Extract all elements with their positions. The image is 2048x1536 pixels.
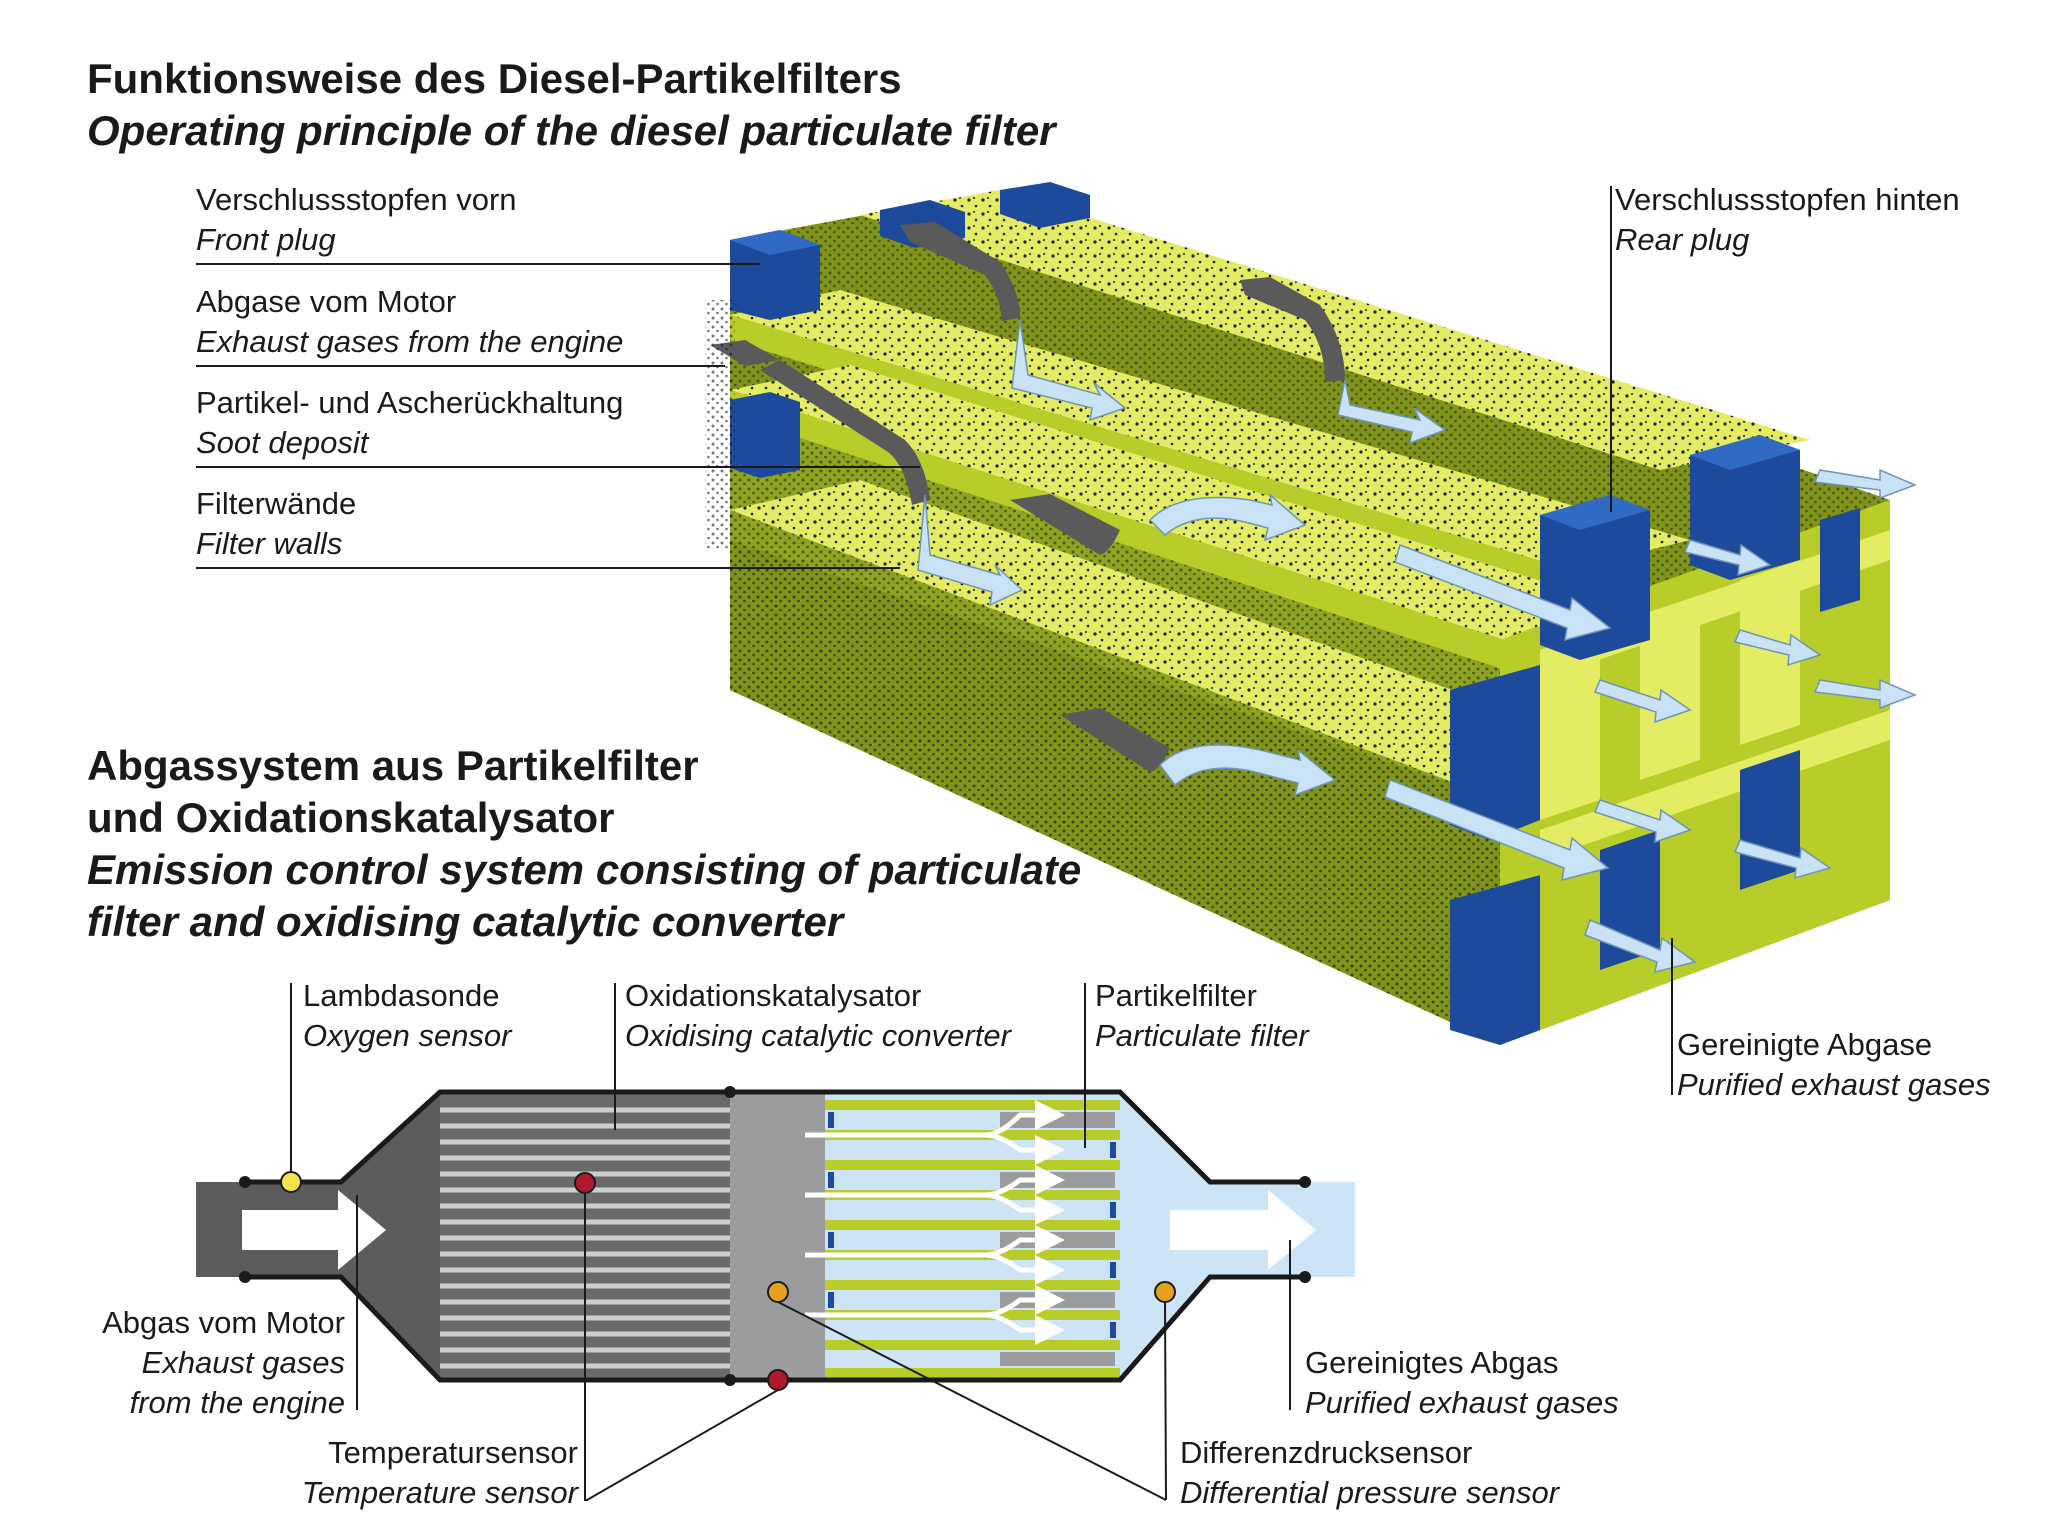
filter-wall-back <box>860 190 1810 470</box>
diffp-sensor-label-en: Differential pressure sensor <box>1180 1475 1560 1510</box>
bottom-title-en-2: filter and oxidising catalytic converter <box>87 898 844 945</box>
filter-wall-lower <box>730 480 1650 1045</box>
temp-sensor-1 <box>574 1172 596 1194</box>
oxygen-sensor <box>280 1171 302 1193</box>
soot-deposits <box>710 222 1345 772</box>
exhaust-in-bottom-label-en-1: Exhaust gases <box>141 1345 345 1380</box>
dpf-label-en: Particulate filter <box>1095 1018 1309 1053</box>
bottom-title-de-1: Abgassystem aus Partikelfilter <box>87 742 699 789</box>
top-title-en: Operating principle of the diesel partic… <box>87 107 1056 154</box>
leader-lines-top <box>196 186 1673 1095</box>
purified-bottom-label-de: Gereinigtes Abgas <box>1305 1345 1559 1380</box>
oxicat-label-en: Oxidising catalytic converter <box>625 1018 1011 1053</box>
dpf-flow-arrows <box>805 1100 1065 1345</box>
exhaust-system <box>196 1086 1355 1391</box>
soot-label-en: Soot deposit <box>196 425 369 460</box>
temp-sensor-2 <box>767 1369 789 1391</box>
lambda-label-en: Oxygen sensor <box>303 1018 512 1053</box>
walls-label-de: Filterwände <box>196 486 357 521</box>
oxicat-label-de: Oxidationskatalysator <box>625 978 922 1013</box>
exhaust-in-bottom-label-en-2: from the engine <box>129 1385 345 1420</box>
dpf-label-de: Partikelfilter <box>1095 978 1257 1013</box>
rear-plug-label-en: Rear plug <box>1615 222 1750 257</box>
soot-label-de: Partikel- und Ascherückhaltung <box>196 385 624 420</box>
exhaust-in-bottom-label-de: Abgas vom Motor <box>102 1305 345 1340</box>
purified-top-label-de: Gereinigte Abgase <box>1677 1027 1933 1062</box>
front-plug-label-de: Verschlussstopfen vorn <box>196 182 517 217</box>
diffp-sensor-label-de: Differenzdrucksensor <box>1180 1435 1473 1470</box>
purified-top-label-en: Purified exhaust gases <box>1677 1067 1991 1102</box>
exhaust-in-label-de: Abgase vom Motor <box>196 284 457 319</box>
top-title-de: Funktionsweise des Diesel-Partikelfilter… <box>87 55 902 102</box>
diffp-sensor-2 <box>1154 1281 1176 1303</box>
flow-arrows-top <box>917 319 1918 974</box>
front-plug-label-en: Front plug <box>196 222 336 257</box>
temp-sensor-label-en: Temperature sensor <box>301 1475 578 1510</box>
lambda-label-de: Lambdasonde <box>303 978 500 1013</box>
bottom-title-de-2: und Oxidationskatalysator <box>87 794 615 841</box>
exhaust-in-label-en: Exhaust gases from the engine <box>196 324 624 359</box>
purified-bottom-label-en: Purified exhaust gases <box>1305 1385 1619 1420</box>
diffp-sensor-1 <box>767 1281 789 1303</box>
rear-plug-label-de: Verschlussstopfen hinten <box>1615 182 1960 217</box>
leader-lines-bottom <box>290 983 1291 1501</box>
walls-label-en: Filter walls <box>196 526 343 561</box>
bottom-title-en-1: Emission control system consisting of pa… <box>87 846 1082 893</box>
filter-block-3d <box>705 182 1918 1045</box>
temp-sensor-label-de: Temperatursensor <box>328 1435 578 1470</box>
